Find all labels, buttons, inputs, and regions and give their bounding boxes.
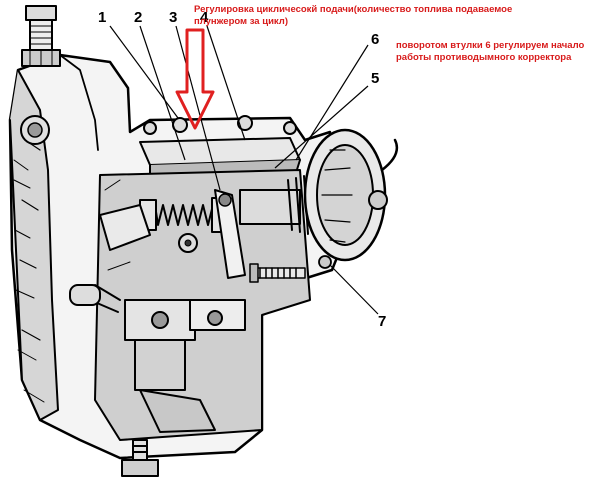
corrector-cover <box>303 128 399 269</box>
corrector-annotation: поворотом втулки 6 регулируем начало раб… <box>396 40 585 63</box>
pump-illustration <box>8 5 399 477</box>
callout-2: 2 <box>134 9 142 26</box>
leader-line-4 <box>206 25 246 141</box>
top-fitting <box>21 5 61 67</box>
leader-line-1 <box>109 25 179 119</box>
adjust-screw <box>249 263 306 283</box>
lower-mechanism <box>69 284 246 433</box>
callout-3: 3 <box>169 9 177 26</box>
leader-line-3 <box>175 25 221 191</box>
leader-line-2 <box>139 25 186 161</box>
callout-4: 4 <box>200 9 209 26</box>
leader-lines <box>109 25 379 315</box>
adjustment-arrow <box>175 28 215 130</box>
callout-6: 6 <box>371 31 379 48</box>
leader-line-7 <box>329 264 379 315</box>
callout-1: 1 <box>98 9 106 26</box>
leader-line-6 <box>295 44 369 161</box>
bottom-screw <box>121 439 159 477</box>
left-bolt <box>20 115 50 145</box>
callout-7: 7 <box>378 313 386 330</box>
callout-numbers: 1 2 3 4 5 6 7 <box>98 9 386 330</box>
cyclic-feed-annotation: Регулировка цикличесокй подачи(количеств… <box>194 4 513 27</box>
leader-line-5 <box>274 85 369 169</box>
control-lever <box>214 189 246 279</box>
callout-5: 5 <box>371 70 379 87</box>
